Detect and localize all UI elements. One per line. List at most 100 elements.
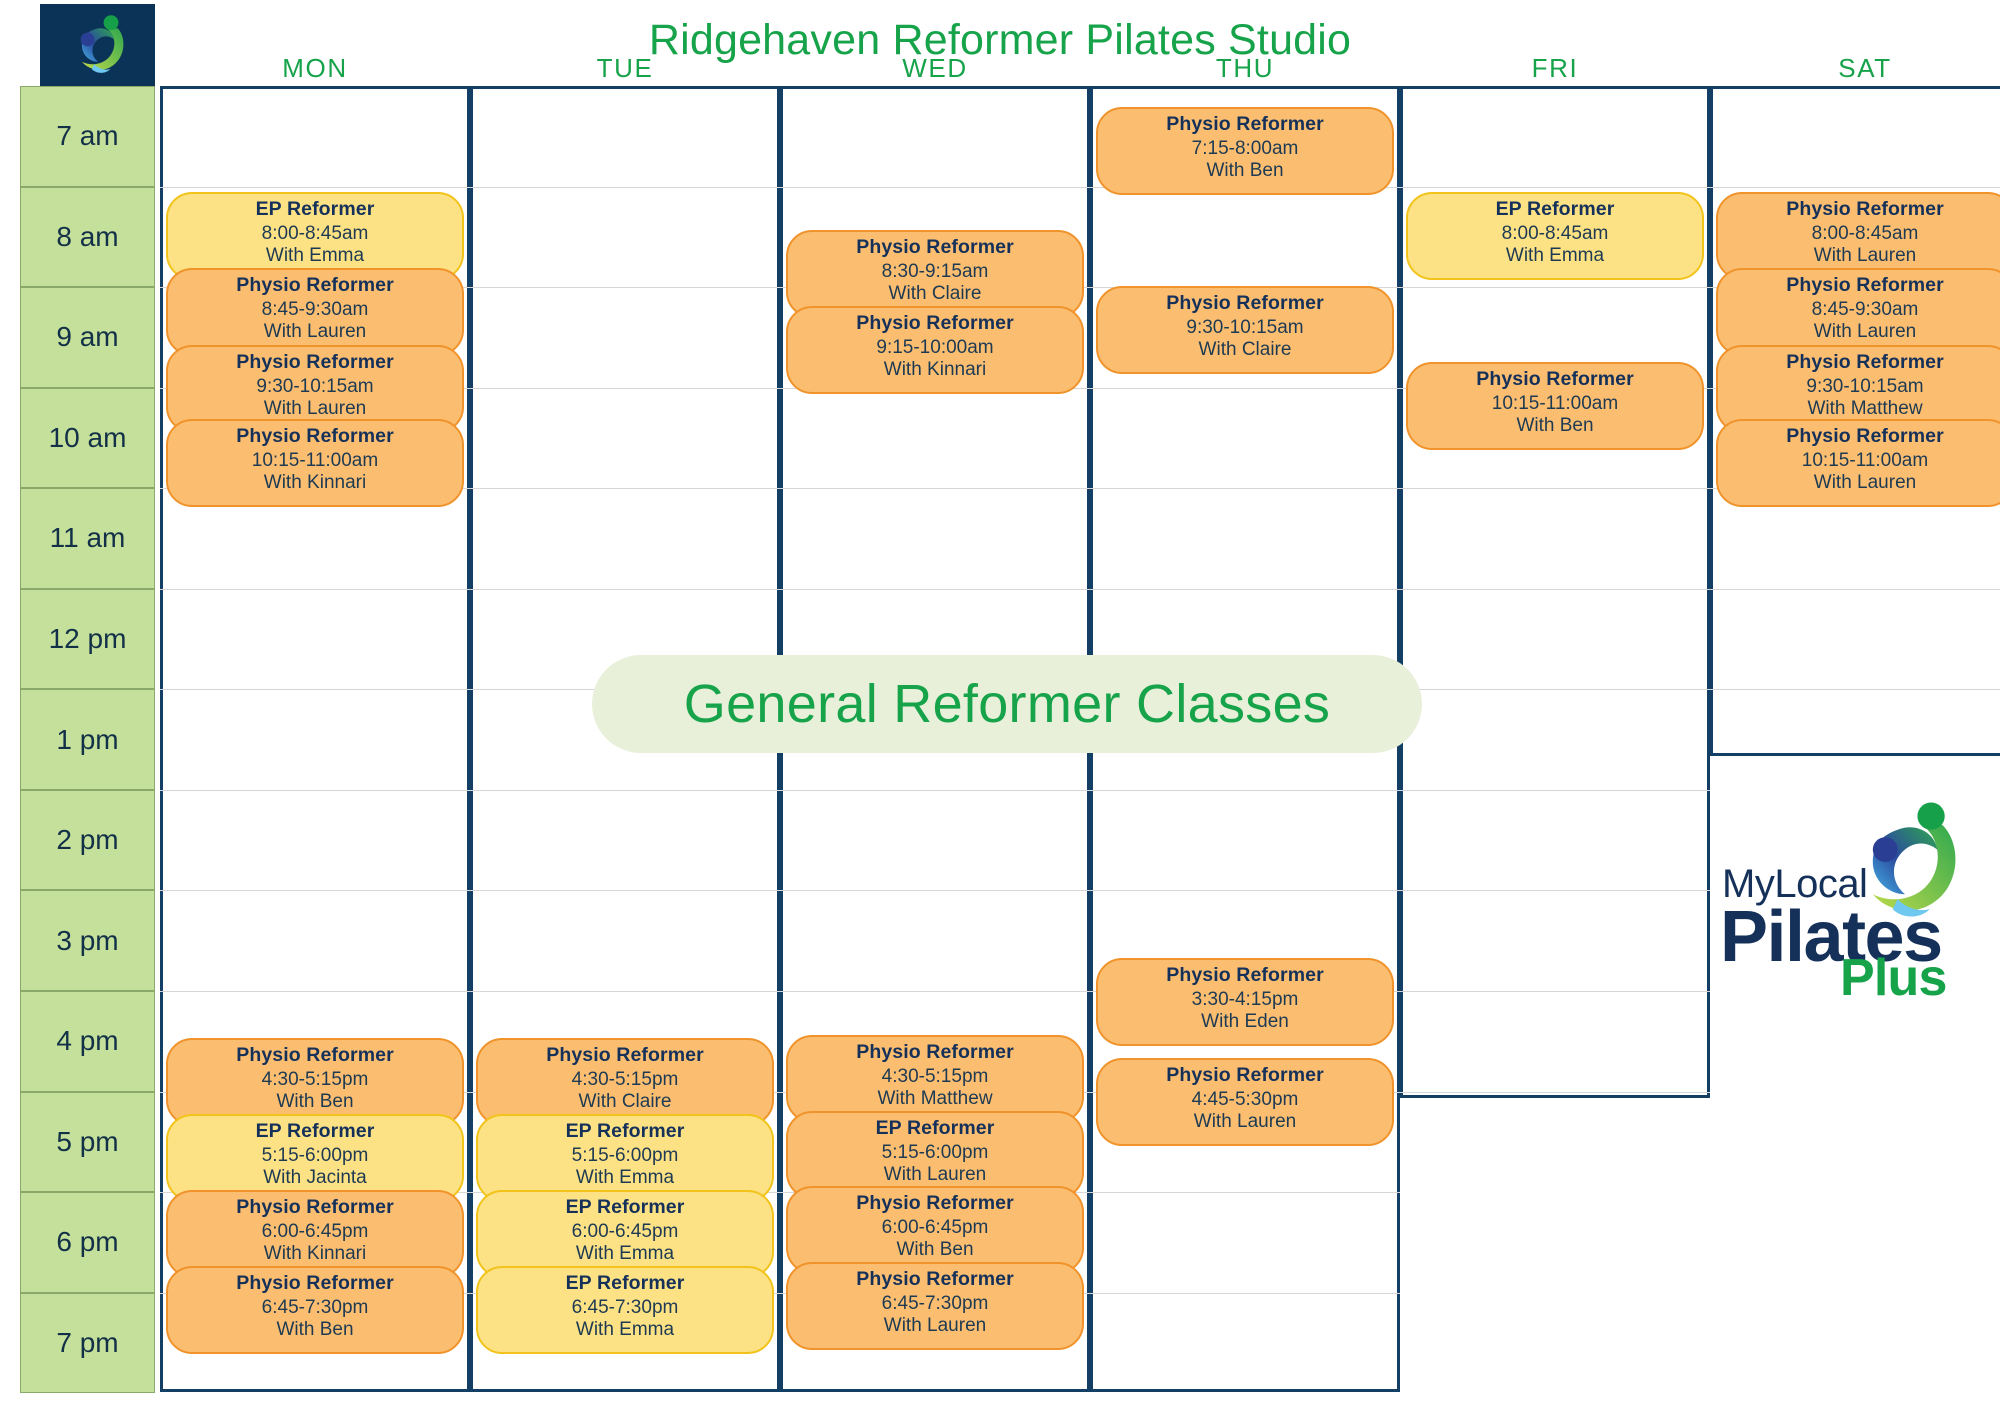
class-time: 6:45-7:30pm <box>881 1292 989 1314</box>
hour-gridline <box>1710 186 2000 188</box>
class-title: Physio Reformer <box>236 1272 394 1294</box>
class-time: 9:30-10:15am <box>256 375 374 397</box>
class-time: 6:45-7:30pm <box>261 1296 369 1318</box>
hour-gridline <box>1400 1091 1710 1093</box>
class-instructor: With Lauren <box>263 320 367 342</box>
class-time: 5:15-6:00pm <box>571 1144 679 1166</box>
class-title: Physio Reformer <box>1166 113 1324 135</box>
class-title: Physio Reformer <box>1166 964 1324 986</box>
mylocal-pilates-plus-logo: MyLocal Pilates Plus <box>1718 800 1978 1010</box>
class-instructor: With Emma <box>575 1318 675 1340</box>
class-instructor: With Emma <box>1505 244 1605 266</box>
hour-gridline <box>160 890 470 892</box>
class-time: 8:00-8:45am <box>1501 222 1609 244</box>
class-title: Physio Reformer <box>856 1041 1014 1063</box>
time-label-row: 9 am <box>20 287 155 388</box>
time-label-row: 2 pm <box>20 789 155 891</box>
class-title: EP Reformer <box>565 1196 685 1218</box>
class-time: 10:15-11:00am <box>1491 392 1619 414</box>
day-header-tue: TUE <box>596 53 654 83</box>
class-time: 9:15-10:00am <box>876 336 994 358</box>
class-time: 8:30-9:15am <box>881 260 989 282</box>
class-instructor: With Lauren <box>883 1314 987 1336</box>
hour-gridline <box>1400 991 1710 993</box>
hour-gridline <box>1710 588 2000 590</box>
class-instructor: With Ben <box>276 1090 354 1112</box>
hour-gridline <box>780 186 1090 188</box>
class-instructor: With Kinnari <box>263 1242 367 1264</box>
time-label-row: 10 am <box>20 387 155 489</box>
brand-line-2: Pilates <box>1720 897 1943 977</box>
class-time: 5:15-6:00pm <box>881 1141 989 1163</box>
class-time: 7:15-8:00am <box>1191 137 1299 159</box>
pilates-figure-logo-icon <box>80 15 123 73</box>
class-title: Physio Reformer <box>1786 351 1944 373</box>
time-label: 3 pm <box>56 924 119 956</box>
hour-gridline <box>780 588 1090 590</box>
class-instructor: With Emma <box>265 244 365 266</box>
brand-line-3: Plus <box>1840 949 1947 1007</box>
day-header-fri: FRI <box>1531 53 1579 83</box>
class-time: 8:00-8:45am <box>1811 222 1919 244</box>
class-time: 6:45-7:30pm <box>571 1296 679 1318</box>
hour-gridline <box>1400 689 1710 691</box>
class-instructor: With Matthew <box>877 1087 993 1109</box>
time-label: 2 pm <box>56 824 119 856</box>
hour-gridline <box>1400 890 1710 892</box>
class-instructor: With Lauren <box>1813 471 1917 493</box>
class-time: 8:45-9:30am <box>1811 298 1919 320</box>
class-time: 4:45-5:30pm <box>1191 1088 1299 1110</box>
pilates-figure-logo-icon <box>1872 802 1956 917</box>
studio-logo-tile <box>40 4 155 86</box>
class-title: Physio Reformer <box>236 425 394 447</box>
class-time: 4:30-5:15pm <box>571 1068 679 1090</box>
class-instructor: With Emma <box>575 1166 675 1188</box>
time-label-row: 7 am <box>20 86 155 187</box>
day-header-sat: SAT <box>1838 53 1892 83</box>
hour-gridline <box>1090 1292 1400 1294</box>
class-title: EP Reformer <box>255 1120 375 1142</box>
class-time: 4:30-5:15pm <box>881 1065 989 1087</box>
day-header-mon: MON <box>282 53 348 83</box>
hour-gridline <box>1090 890 1400 892</box>
class-title: Physio Reformer <box>236 1044 394 1066</box>
class-time: 4:30-5:15pm <box>261 1068 369 1090</box>
hour-gridline <box>470 186 780 188</box>
class-title: Physio Reformer <box>236 1196 394 1218</box>
time-label: 12 pm <box>48 623 127 655</box>
class-instructor: With Lauren <box>263 397 367 419</box>
hour-gridline <box>470 991 780 993</box>
class-title: Physio Reformer <box>1166 1064 1324 1086</box>
time-label-row: 7 pm <box>20 1292 155 1394</box>
hour-gridline <box>160 991 470 993</box>
class-title: Physio Reformer <box>856 1268 1014 1290</box>
